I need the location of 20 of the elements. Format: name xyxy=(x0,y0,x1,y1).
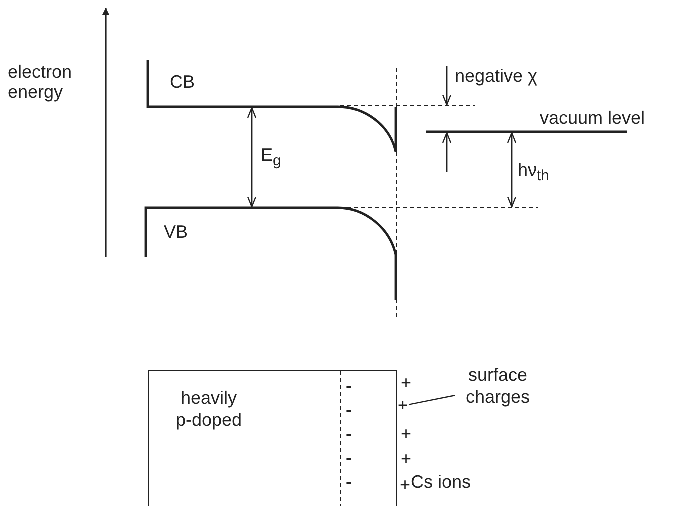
band-label: VB xyxy=(164,222,188,242)
positive-charge: + xyxy=(400,475,411,495)
negative-charge: - xyxy=(346,448,352,468)
callout-text: + xyxy=(397,398,409,414)
callout-text: surface charges xyxy=(455,364,541,410)
positive-charge: + xyxy=(401,424,412,444)
dimension-label: hν$_{th}$ xyxy=(518,160,550,187)
negative-charge: - xyxy=(346,424,352,444)
ion-label: Cs ions xyxy=(411,472,472,492)
positive-charge: + xyxy=(401,449,412,469)
level-label: vacuum level xyxy=(540,108,646,128)
positive-charge: + xyxy=(401,373,412,393)
dimension-label: negative χ xyxy=(455,66,538,86)
leader-line xyxy=(408,395,456,406)
dimension-label: E$_{g}$ xyxy=(261,145,282,172)
axis-label: electron energy xyxy=(8,62,74,102)
negative-charge: - xyxy=(346,376,352,396)
band-label: CB xyxy=(170,72,196,92)
negative-charge: - xyxy=(346,472,352,492)
negative-charge: - xyxy=(346,400,352,420)
